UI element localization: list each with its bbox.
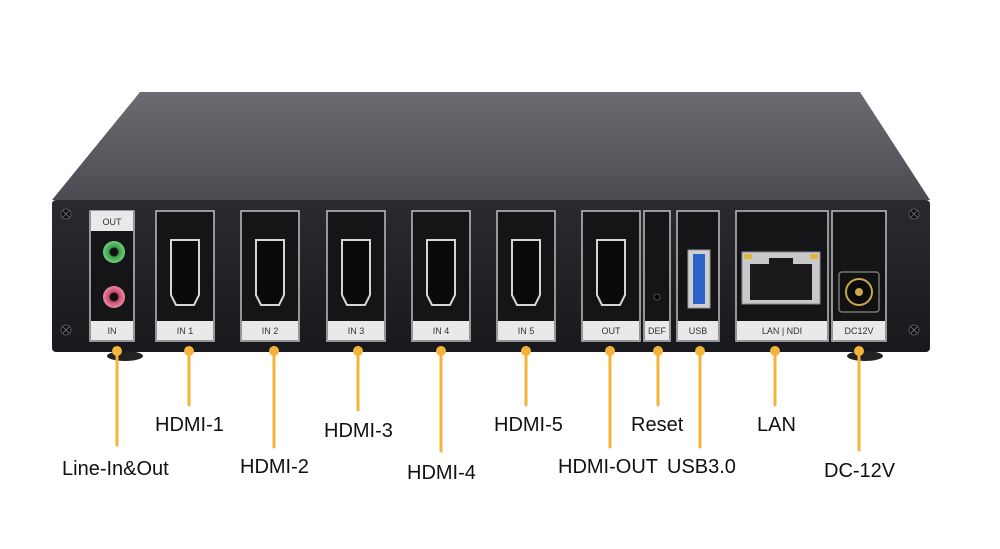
hdmi-in-2-module: IN 2 xyxy=(240,210,300,342)
callout-lan: LAN xyxy=(757,414,796,436)
hdmi-in-1-port[interactable] xyxy=(170,239,200,306)
screw-icon xyxy=(60,324,72,336)
port-bottom-label: IN 4 xyxy=(433,326,450,336)
port-bottom-label: IN 5 xyxy=(518,326,535,336)
pointer-dot xyxy=(653,346,663,356)
pointer-dot xyxy=(436,346,446,356)
port-bottom-label: OUT xyxy=(602,326,622,336)
callout-dc-12v: DC-12V xyxy=(824,460,896,482)
device-foot xyxy=(847,351,883,361)
pointer-dot xyxy=(112,346,122,356)
callout-hdmi-5: HDMI-5 xyxy=(494,414,563,436)
pointer-lines xyxy=(115,350,861,453)
callout-line-in-out: Line-In&Out xyxy=(62,458,169,480)
callout-usb3: USB3.0 xyxy=(667,456,736,478)
hdmi-in-5-port[interactable] xyxy=(511,239,541,306)
screw-icon xyxy=(908,208,920,220)
hdmi-in-1-module: IN 1 xyxy=(155,210,215,342)
device-top xyxy=(52,92,930,200)
pointer-dot xyxy=(353,346,363,356)
screw-icon xyxy=(908,324,920,336)
port-bottom-label: DEF xyxy=(648,326,667,336)
audio-in-jack[interactable] xyxy=(103,286,125,308)
callout-hdmi-1: HDMI-1 xyxy=(155,414,224,436)
hdmi-in-4-port[interactable] xyxy=(426,239,456,306)
port-bottom-label: IN 3 xyxy=(348,326,365,336)
hdmi-in-3-module: IN 3 xyxy=(326,210,386,342)
hdmi-out-port[interactable] xyxy=(596,239,626,306)
pointer-dot xyxy=(770,346,780,356)
hdmi-in-3-port[interactable] xyxy=(341,239,371,306)
port-bottom-label: IN 2 xyxy=(262,326,279,336)
pointer-dot xyxy=(269,346,279,356)
port-top-label: OUT xyxy=(103,217,123,227)
callout-hdmi-4: HDMI-4 xyxy=(407,462,476,484)
port-bottom-label: IN xyxy=(108,326,117,336)
port-bottom-label: IN 1 xyxy=(177,326,194,336)
reset-pinhole[interactable] xyxy=(653,293,661,301)
pointer-dot xyxy=(695,346,705,356)
screw-icon xyxy=(60,208,72,220)
hdmi-out-module: OUT xyxy=(581,210,641,342)
pointer-dot xyxy=(184,346,194,356)
hdmi-in-4-module: IN 4 xyxy=(411,210,471,342)
reset-module: DEF xyxy=(643,210,671,342)
lan-module: LAN | NDI xyxy=(735,210,829,342)
hdmi-in-5-module: IN 5 xyxy=(496,210,556,342)
callout-hdmi-out: HDMI-OUT xyxy=(558,456,658,478)
callout-hdmi-2: HDMI-2 xyxy=(240,456,309,478)
hdmi-in-2-port[interactable] xyxy=(255,239,285,306)
dc-module: DC12V xyxy=(831,210,887,342)
pointer-dot xyxy=(854,346,864,356)
port-bottom-label: USB xyxy=(689,326,708,336)
port-bottom-label: LAN | NDI xyxy=(762,326,802,336)
pointer-dot xyxy=(521,346,531,356)
pointer-dots xyxy=(112,346,864,356)
callout-reset: Reset xyxy=(631,414,684,436)
audio-out-jack[interactable] xyxy=(103,241,125,263)
port-bottom-label: DC12V xyxy=(844,326,873,336)
pointer-dot xyxy=(605,346,615,356)
callout-hdmi-3: HDMI-3 xyxy=(324,420,393,442)
audio-port-module: OUT IN xyxy=(89,210,135,342)
usb-module: USB xyxy=(676,210,720,342)
